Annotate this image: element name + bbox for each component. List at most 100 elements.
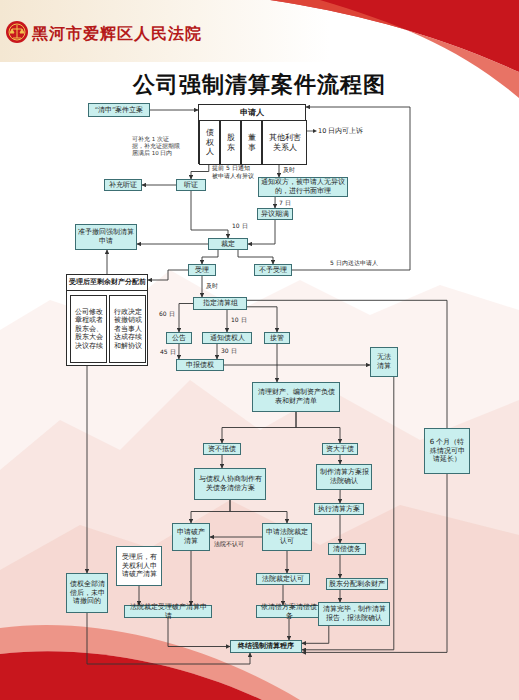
node-text: “清申”案件立案 [95, 106, 144, 114]
end-box: 终结强制清算程序 [230, 640, 302, 653]
node-text: 资不抵债 [208, 445, 236, 454]
process-box: 准予撤回强制清算申请 [75, 224, 137, 250]
process-box: 公告 [166, 332, 192, 344]
node-text: 申请人 [199, 105, 305, 121]
connector-arrow [283, 585, 284, 605]
connector-arrow [340, 455, 341, 464]
process-box: 清偿债务 [328, 543, 366, 555]
connector-arrow [302, 474, 447, 652]
connector-arrow [227, 310, 228, 332]
process-box: 受理后，有关权利人申请破产清算 [116, 546, 162, 586]
process-box: 资不抵债 [203, 443, 241, 455]
connector-arrow [148, 270, 188, 280]
edge-label: 及时 [206, 282, 218, 289]
process-box: 债权全部清偿后，未申请撤回的 [66, 573, 108, 613]
connector-arrow [296, 412, 340, 443]
process-box: 无法清算 [370, 347, 398, 377]
process-box: 执行清算方案 [314, 503, 364, 515]
process-box: 清理财产、编制资产负债表和财产清单 [252, 382, 340, 412]
connector-arrow [168, 618, 230, 647]
connector-arrow [340, 555, 341, 578]
note-box: 6 个月（特殊情况可申请延长） [424, 428, 470, 474]
connector-arrow [202, 250, 218, 264]
node-text: 依清偿方案清偿债务 [259, 603, 319, 619]
connector-arrow [179, 304, 193, 333]
process-box: 与债权人协商制作有关债务清偿方案 [194, 468, 266, 500]
process-box: 清算完毕，制作清算报告，报法院确认 [318, 602, 390, 626]
process-box: 通知双方，被申请人无异议的，进行书面审理 [258, 177, 348, 197]
process-box: 受理 [188, 264, 216, 276]
node-text: 不予受理 [259, 266, 287, 275]
node-text: 受理 [195, 266, 209, 275]
node-text: 6 个月（特殊情况可申请延长） [427, 438, 467, 464]
process-box: 股东分配剩余财产 [326, 578, 388, 590]
note-text: 可补充 1 次证据，补充证据期限届满后 10 日内 [132, 136, 180, 157]
node-text: 执行清算方案 [318, 505, 360, 514]
connector-arrow [289, 618, 290, 640]
table-cell: 公司修改章程或者股东会、股东大会决议存续 [70, 295, 107, 363]
note-text: 被申请人有异议 [212, 172, 254, 180]
process-box: 申请法院裁定认可 [262, 523, 312, 551]
connector-arrow [287, 551, 288, 573]
node-text: 无法清算 [376, 353, 392, 371]
node-text: 指定清算组 [203, 299, 238, 308]
connector-arrow [139, 586, 140, 605]
connector-arrow [87, 366, 88, 573]
connector-arrow [150, 110, 198, 111]
node-text: 法院裁定认可 [262, 575, 304, 584]
connector-arrow [238, 250, 273, 264]
node-text: 清算完毕，制作清算报告，报法院确认 [321, 605, 387, 623]
node-text: 受理后至剩余财产分配前 [67, 275, 147, 291]
process-box: 不予受理 [254, 264, 292, 276]
connector-arrow [222, 412, 296, 443]
header-band [0, 0, 330, 62]
process-box: 法院裁定受理破产清算申请 [124, 605, 212, 618]
process-box: 听证 [176, 179, 206, 191]
process-box: 异议期满 [257, 208, 293, 220]
edge-label: 7 日 [279, 199, 291, 206]
connector-arrow [224, 365, 370, 366]
process-box: 接管 [264, 332, 290, 344]
court-name: 黑河市爱辉区人民法院 [32, 24, 202, 44]
connector-arrow [340, 490, 341, 503]
process-box: 补充听证 [104, 179, 142, 191]
node-text: 异议期满 [261, 210, 289, 219]
edge-label: 及时 [283, 166, 295, 173]
node-text: 接管 [270, 334, 284, 343]
node-text: 清理财产、编制资产负债表和财产清单 [255, 388, 337, 406]
edge-label: 60 日 [159, 310, 175, 317]
edge-label: 30 日 [221, 347, 237, 354]
diagram-title: 公司强制清算案件流程图 [0, 70, 519, 100]
process-box: 申请破产清算 [172, 523, 210, 551]
connector-arrow [302, 626, 329, 643]
process-box: 裁定 [208, 238, 248, 250]
node-text: 公告 [172, 334, 186, 343]
node-text: 通知双方，被申请人无异议的，进行书面审理 [261, 178, 345, 196]
connector-arrow [87, 613, 250, 664]
court-emblem [10, 25, 24, 38]
node-text: 资大于债 [326, 445, 354, 454]
mountain-layer [0, 500, 519, 700]
node-text: 裁定 [221, 240, 235, 249]
node-text: 听证 [184, 181, 198, 190]
connector-arrow [277, 344, 278, 382]
connector-arrow [275, 197, 276, 208]
red-ribbon [0, 625, 300, 700]
connector-arrow [230, 500, 287, 523]
connector-arrow [107, 250, 108, 274]
table-cell: 董事 [241, 120, 262, 165]
connector-arrow [340, 590, 341, 602]
node-text: 申请破产清算 [175, 528, 207, 546]
node-text: 准予撤回强制清算申请 [78, 228, 134, 246]
condition-table: 受理后至剩余财产分配前公司修改章程或者股东会、股东大会决议存续行政决定被撤销或者… [66, 274, 148, 366]
connector-arrow [191, 191, 228, 238]
connector-arrow [191, 164, 209, 179]
node-text: 制作清算方案报法院确认 [319, 468, 369, 486]
table-cell: 债权人 [199, 120, 220, 165]
edge-label: 法院不认可 [214, 540, 244, 547]
applicant-table: 申请人债权人股东董事其他利害关系人 [198, 104, 306, 164]
table-cell: 股东 [220, 120, 241, 165]
process-box: 制作清算方案报法院确认 [316, 464, 372, 490]
connector-arrow [210, 537, 262, 538]
process-box: 依清偿方案清偿债务 [256, 605, 322, 618]
